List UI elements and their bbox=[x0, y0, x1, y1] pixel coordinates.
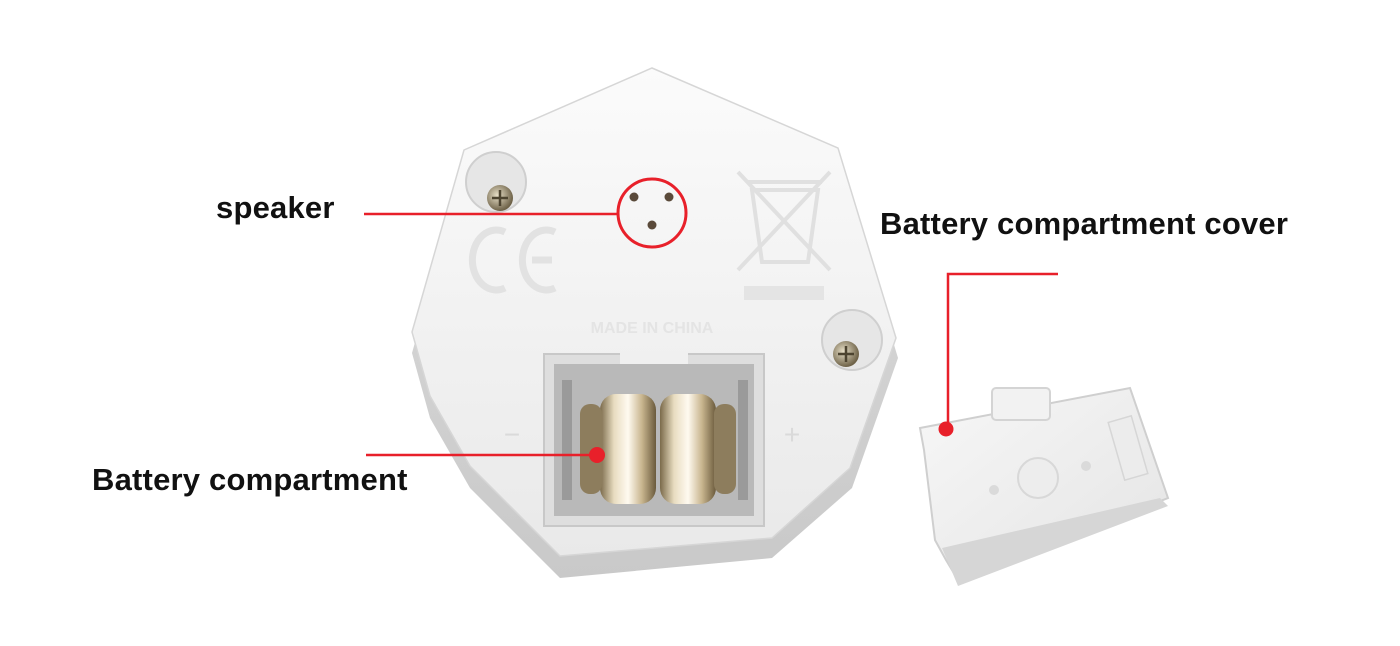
polarity-plus-marking: + bbox=[784, 419, 800, 450]
polarity-minus-marking: − bbox=[504, 419, 520, 450]
battery-cover-label: Battery compartment cover bbox=[880, 206, 1289, 241]
speaker-callout bbox=[364, 177, 688, 249]
ce-mark-icon bbox=[468, 226, 557, 294]
origin-marking: MADE IN CHINA bbox=[591, 320, 714, 337]
speaker-label: speaker bbox=[216, 190, 335, 225]
screw-icon bbox=[821, 309, 883, 371]
battery-compartment bbox=[543, 352, 765, 527]
battery-compartment-label: Battery compartment bbox=[92, 462, 408, 497]
battery-cover bbox=[918, 386, 1170, 586]
battery-compartment-callout bbox=[366, 447, 605, 463]
screw-icon bbox=[465, 151, 527, 213]
speaker-holes bbox=[629, 192, 674, 230]
battery-cover-callout bbox=[938, 272, 1058, 437]
weee-bin-icon bbox=[736, 170, 832, 300]
